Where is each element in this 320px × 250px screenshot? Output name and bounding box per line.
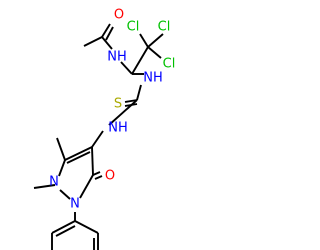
bond-c-cl1 <box>139 33 149 48</box>
bond-c3-methyl <box>56 137 66 161</box>
bond-cthio-s-a <box>124 99 138 103</box>
atom-label-cl-2: Cl <box>158 20 171 35</box>
bond-carbonyl-o-a <box>101 23 111 38</box>
bond-c5-n1 <box>79 174 94 199</box>
atom-label-cl-1: Cl <box>127 20 140 35</box>
bond-lines <box>33 23 164 250</box>
bond-c4-c5 <box>91 146 94 176</box>
atom-label-n-ring-1: N <box>49 175 59 190</box>
bond-ph-3 <box>51 220 76 234</box>
atom-label-o-acetyl: O <box>114 8 124 23</box>
atom-label-nh-thiourea-1: NH <box>143 71 163 86</box>
bond-c3-n2 <box>58 159 66 177</box>
bond-ph-1 <box>74 220 99 234</box>
atom-labels: O NH Cl Cl Cl NH S NH N N O <box>49 8 175 212</box>
bond-n2-n1 <box>59 189 71 200</box>
bond-c-cl2 <box>147 33 164 48</box>
atom-label-nh-thiourea-2: NH <box>108 121 128 136</box>
atom-label-cl-3: Cl <box>163 57 176 72</box>
atom-label-nh-amide: NH <box>107 50 127 65</box>
bond-c5-o-b <box>94 175 103 180</box>
bond-ph-inner-2 <box>55 225 76 237</box>
bond-carbonyl-o-b <box>105 26 114 41</box>
bond-nh-c4 <box>91 130 104 148</box>
bond-n2-methyl <box>33 184 56 189</box>
bond-ch-ccl3 <box>131 46 149 75</box>
bond-carbonyl-nh <box>101 36 113 50</box>
atom-label-s: S <box>114 97 122 112</box>
bond-methyl-carbonyl <box>83 36 103 47</box>
bond-c5-o-a <box>92 171 101 176</box>
bond-c4-c3-a <box>64 146 93 161</box>
atom-label-n-ring-2: N <box>70 197 80 212</box>
bond-nh-cthio <box>136 84 142 101</box>
atom-label-o-ring: O <box>105 169 115 184</box>
bond-c4-c3-b <box>66 151 91 164</box>
bond-nh-ch <box>120 61 133 75</box>
bond-cthio-nh <box>108 99 138 126</box>
bond-c-cl3 <box>147 46 162 59</box>
chemical-structure-diagram: O NH Cl Cl Cl NH S NH N N O <box>33 8 175 250</box>
